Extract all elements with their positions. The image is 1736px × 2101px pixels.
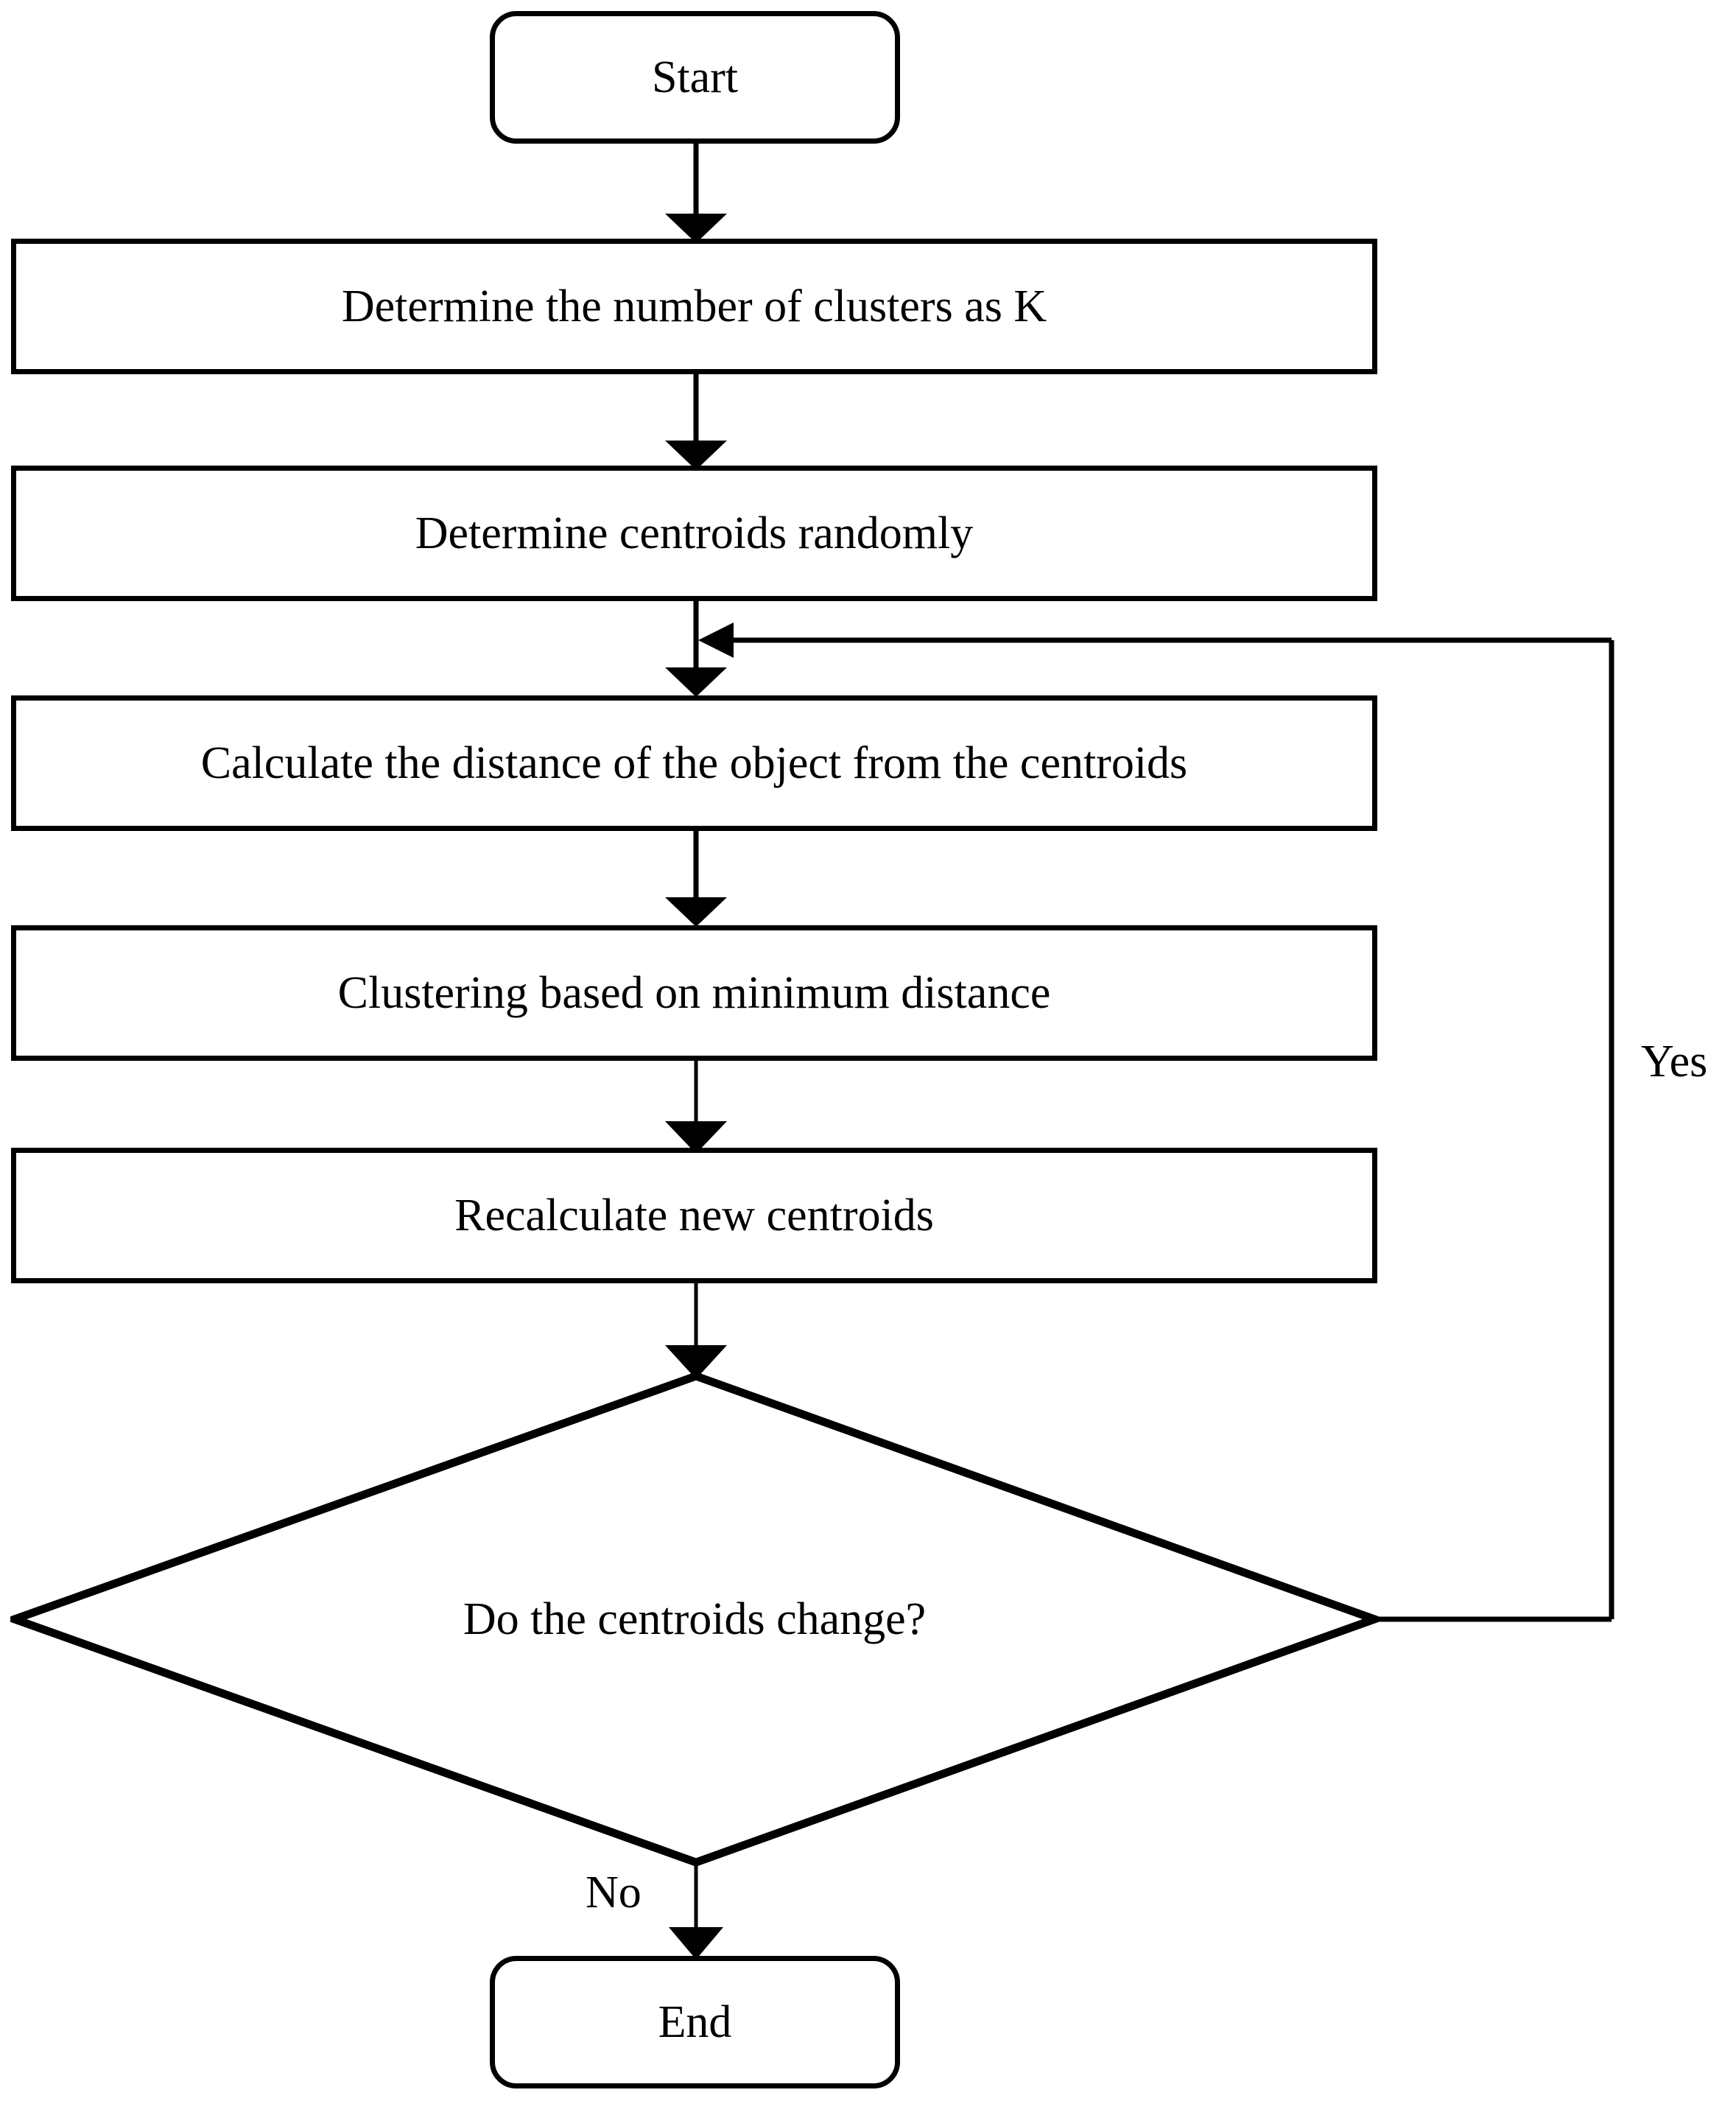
node-end[interactable]: End xyxy=(490,1956,900,2088)
node-determine-k[interactable]: Determine the number of clusters as K xyxy=(11,239,1377,374)
node-determine-k-label: Determine the number of clusters as K xyxy=(341,281,1047,332)
node-clustering-label: Clustering based on minimum distance xyxy=(337,968,1051,1018)
node-start[interactable]: Start xyxy=(490,11,900,144)
node-end-label: End xyxy=(658,1997,732,2047)
node-start-label: Start xyxy=(651,52,739,102)
node-clustering[interactable]: Clustering based on minimum distance xyxy=(11,925,1377,1061)
node-calculate-distance-label: Calculate the distance of the object fro… xyxy=(200,738,1188,788)
node-decision-centroids-change[interactable]: Do the centroids change? xyxy=(10,1372,1379,1867)
node-determine-centroids-label: Determine centroids randomly xyxy=(415,508,974,558)
edge-label-no: No xyxy=(586,1867,642,1918)
node-determine-centroids[interactable]: Determine centroids randomly xyxy=(11,466,1377,601)
edge-label-yes: Yes xyxy=(1641,1037,1708,1087)
node-calculate-distance[interactable]: Calculate the distance of the object fro… xyxy=(11,695,1377,831)
node-decision-label: Do the centroids change? xyxy=(463,1593,927,1644)
node-recalculate-centroids-label: Recalculate new centroids xyxy=(454,1190,934,1241)
node-recalculate-centroids[interactable]: Recalculate new centroids xyxy=(11,1148,1377,1283)
